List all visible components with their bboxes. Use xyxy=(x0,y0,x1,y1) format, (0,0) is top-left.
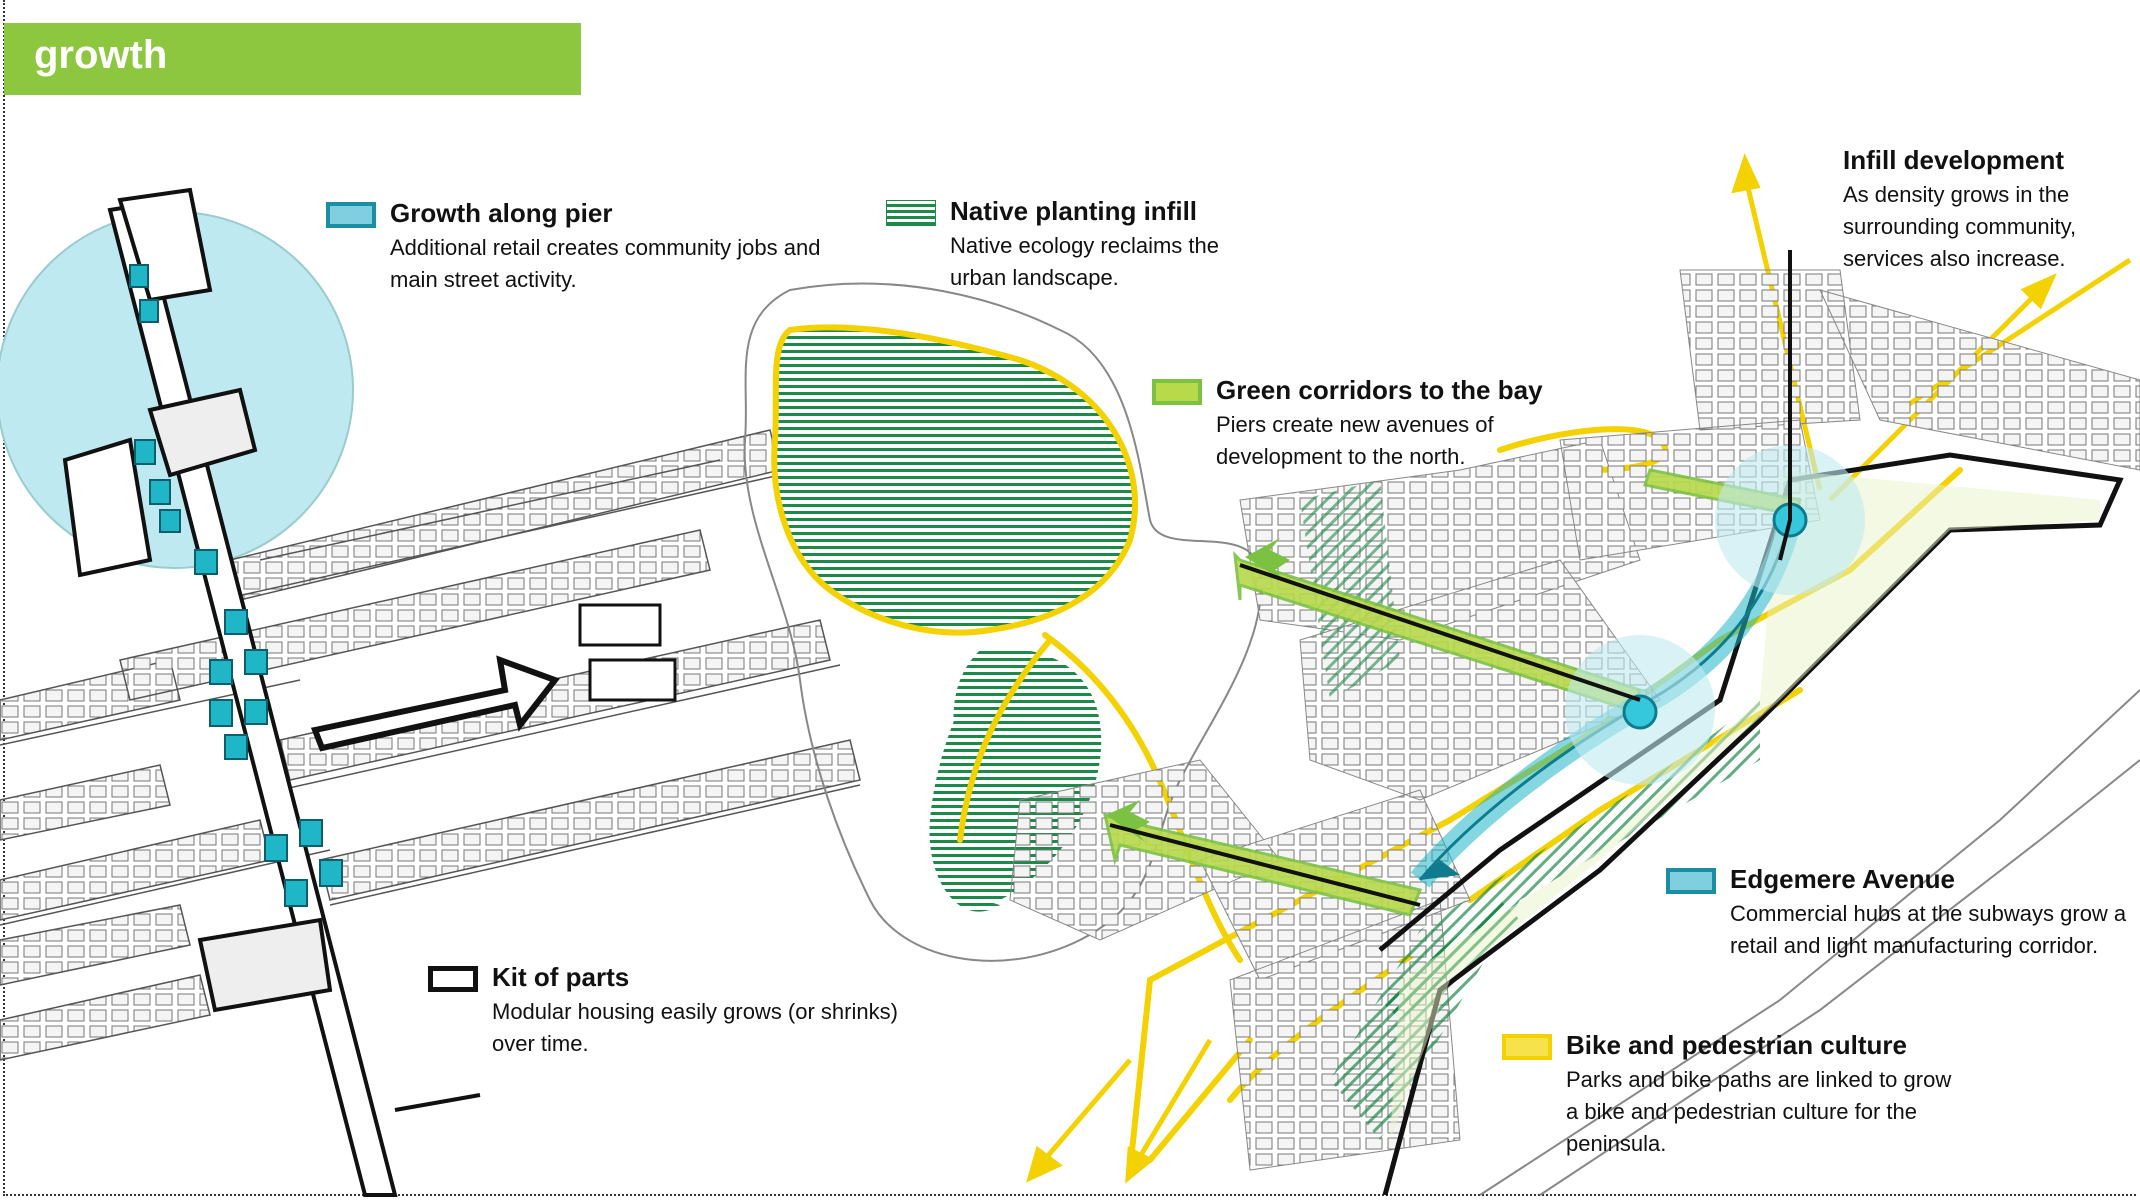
legend-desc: Native ecology reclaims the urban landsc… xyxy=(950,233,1220,290)
title-bar: growth xyxy=(4,23,581,95)
corridor-arrow-southwest xyxy=(1106,800,1150,842)
legend-desc: As density grows in the surrounding comm… xyxy=(1843,182,2077,271)
subway-hub-south xyxy=(1622,694,1658,730)
kit-modules xyxy=(578,603,677,702)
kit-swatch-icon xyxy=(428,966,478,992)
legend-title: Kit of parts xyxy=(492,962,630,992)
arrow-southwest-icon xyxy=(1026,1145,1063,1183)
green-swatch-icon xyxy=(1152,379,1202,405)
native-planting-left xyxy=(929,680,1000,912)
northern-park-hatch xyxy=(1300,480,1400,700)
legend-desc: Parks and bike paths are linked to grow … xyxy=(1566,1067,1952,1156)
major-roads xyxy=(1109,250,1792,907)
legend-title: Native planting infill xyxy=(950,196,1198,226)
kit-growth-arrow-icon xyxy=(310,655,560,752)
yellow-swatch-icon xyxy=(1502,1034,1552,1060)
legend-desc: Piers create new avenues of development … xyxy=(1216,412,1494,469)
arrow-south-icon xyxy=(1125,1146,1155,1184)
legend-desc: Additional retail creates community jobs… xyxy=(390,235,821,292)
legend-title: Infill development xyxy=(1843,145,2065,175)
native-planting-lake xyxy=(771,324,1139,636)
legend-desc: Commercial hubs at the subways grow a re… xyxy=(1730,901,2127,958)
arrow-north-icon xyxy=(1731,153,1761,194)
corridor-arrow-west xyxy=(1245,538,1290,582)
diagram-frame xyxy=(3,0,2136,1196)
legend-desc: Modular housing easily grows (or shrinks… xyxy=(492,999,898,1056)
shoreline xyxy=(1479,689,2140,1196)
edgemere-arrow-icon xyxy=(1420,860,1460,880)
pier-retail-units xyxy=(129,264,343,907)
legend-title: Edgemere Avenue xyxy=(1730,864,1955,894)
arrow-northeast-icon xyxy=(2020,273,2057,310)
hatch-swatch-icon xyxy=(886,200,936,226)
page-title: growth xyxy=(34,33,168,77)
cyan-swatch-icon xyxy=(326,202,376,228)
legend-title: Bike and pedestrian culture xyxy=(1566,1030,1907,1060)
legend-title: Growth along pier xyxy=(390,198,613,228)
cyan-swatch-icon xyxy=(1666,868,1716,894)
legend-title: Green corridors to the bay xyxy=(1216,375,1543,405)
